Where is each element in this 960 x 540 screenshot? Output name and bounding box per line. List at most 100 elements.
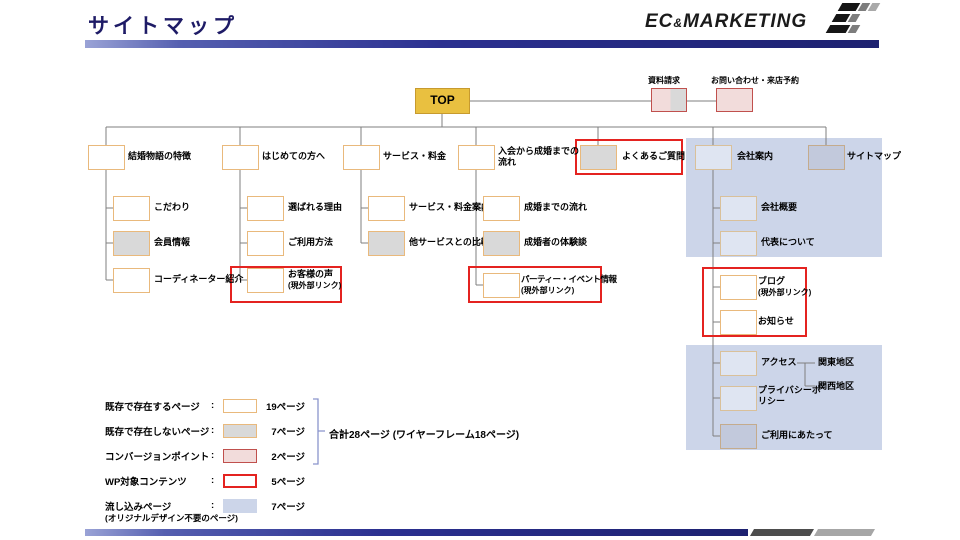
logo-ampersand: & [673, 16, 684, 30]
node-label-company-overview: 会社概要 [761, 202, 798, 212]
legend-colon: : [211, 450, 215, 461]
node-label-party: パーティー・イベント情報 (現外部リンク) [521, 274, 617, 296]
legend-colon: : [211, 500, 215, 511]
node-box-voice [247, 268, 284, 293]
node-label-coordinator: コーディネーター紹介 [154, 274, 244, 284]
node-label-party-note: (現外部リンク) [521, 286, 575, 295]
node-label-ceo: 代表について [761, 237, 815, 247]
node-label-comparison: 他サービスとの比較 [409, 237, 490, 247]
legend-count-new: 7ページ [271, 426, 305, 438]
node-label-testimonials: 成婚者の体験談 [524, 237, 588, 247]
footer-bar-blue [85, 529, 748, 536]
node-box-fee-guide [368, 196, 405, 221]
node-label-kodawari: こだわり [154, 202, 191, 212]
node-box-access [720, 351, 757, 376]
node-label-access-east: 関東地区 [818, 357, 855, 367]
node-label-terms: ご利用にあたって [761, 430, 833, 440]
legend-row-existing: 既存で存在するページ : 19ページ [105, 398, 305, 413]
node-box-privacy [720, 386, 757, 411]
legend-swatch-flow [223, 498, 257, 513]
legend-swatch-conversion [223, 448, 257, 463]
node-label-access-west: 関西地区 [818, 381, 855, 391]
node-label-company: 会社案内 [737, 151, 774, 161]
node-box-ceo [720, 231, 757, 256]
node-label-flow: 入会から成婚までの 流れ [498, 146, 579, 168]
node-label-faq: よくあるご質問 [622, 151, 686, 161]
node-label-marriage-flow: 成婚までの流れ [524, 202, 588, 212]
title-underline-bar [85, 40, 879, 48]
legend-colon: : [211, 475, 215, 486]
legend-total: 合計28ページ (ワイヤーフレーム18ページ) [329, 430, 520, 441]
node-label-flow-line1: 入会から成婚までの [498, 146, 580, 156]
footer-bar-darkgray [749, 529, 815, 536]
node-top: TOP [415, 88, 470, 114]
node-box-news [720, 310, 757, 335]
node-label-party-line1: パーティー・イベント情報 [521, 274, 617, 284]
node-label-privacy-line2: リシー [758, 396, 786, 406]
node-label-flow-line2: 流れ [498, 157, 517, 167]
node-label-request: 資料請求 [648, 76, 680, 85]
node-box-contact [716, 88, 753, 112]
node-box-reasons [247, 196, 284, 221]
node-box-coordinator [113, 268, 150, 293]
legend-label-wp: WP対象コンテンツ [105, 476, 187, 488]
node-box-kodawari [113, 196, 150, 221]
node-label-voice-note: (現外部リンク) [288, 281, 342, 290]
node-label-service: サービス・料金 [383, 151, 447, 161]
node-label-privacy-line1: プライバシーポ [758, 385, 821, 395]
wp-outline-party [468, 266, 602, 303]
legend-row-flow: 流し込みページ : 7ページ [105, 498, 305, 513]
node-label-news: お知らせ [758, 316, 794, 326]
node-label-member-info: 会員情報 [154, 237, 191, 247]
node-box-sitemap [808, 145, 845, 170]
wp-outline-voice [230, 266, 342, 303]
node-box-testimonials [483, 231, 520, 256]
legend-label-new: 既存で存在しないページ [105, 426, 210, 438]
node-box-blog [720, 275, 757, 300]
legend-flow-note: (オリジナルデザイン不要のページ) [105, 513, 238, 523]
legend-swatch-wp [223, 473, 257, 488]
footer-bar-lightgray [813, 529, 876, 536]
node-box-company-overview [720, 196, 757, 221]
node-box-faq [580, 145, 617, 170]
node-box-howto [247, 231, 284, 256]
node-label-contact: お問い合わせ・来店予約 [711, 76, 799, 85]
legend-count-existing: 19ページ [266, 401, 305, 413]
legend-label-conversion: コンバージョンポイント [105, 451, 210, 463]
node-label-access: アクセス [761, 357, 797, 367]
legend-row-wp: WP対象コンテンツ : 5ページ [105, 473, 305, 488]
page-title: サイトマップ [88, 14, 238, 38]
legend-label-existing: 既存で存在するページ [105, 401, 200, 413]
node-label-sitemap: サイトマップ [847, 151, 902, 161]
legend-swatch-new [223, 423, 257, 438]
wp-outline-faq [575, 139, 683, 175]
node-box-company [695, 145, 732, 170]
legend-colon: : [211, 400, 215, 411]
company-logo-text: EC&MARKETING [645, 11, 807, 33]
node-box-comparison [368, 231, 405, 256]
node-label-features: 結婚物語の特徴 [128, 151, 192, 161]
legend-row-new: 既存で存在しないページ : 7ページ [105, 423, 305, 438]
node-label-privacy: プライバシーポ リシー [758, 385, 821, 407]
node-label-blog: ブログ (現外部リンク) [758, 276, 811, 298]
node-label-howto: ご利用方法 [288, 237, 334, 247]
legend-count-flow: 7ページ [271, 501, 305, 513]
node-box-member-info [113, 231, 150, 256]
node-label-fee-guide: サービス・料金案内 [409, 202, 491, 212]
node-box-features [88, 145, 125, 170]
node-label-blog-note: (現外部リンク) [758, 288, 812, 297]
logo-ec: EC [645, 11, 674, 32]
legend-count-wp: 5ページ [271, 476, 305, 488]
node-box-service [343, 145, 380, 170]
node-label-voice-line1: お客様の声 [288, 269, 334, 279]
legend-count-conversion: 2ページ [271, 451, 305, 463]
node-box-flow [458, 145, 495, 170]
wp-outline-blog-news [702, 267, 807, 337]
node-box-marriage-flow [483, 196, 520, 221]
legend-row-conversion: コンバージョンポイント : 2ページ [105, 448, 305, 463]
node-label-beginners: はじめての方へ [262, 151, 326, 161]
legend-colon: : [211, 425, 215, 436]
legend-label-flow: 流し込みページ [105, 501, 172, 513]
